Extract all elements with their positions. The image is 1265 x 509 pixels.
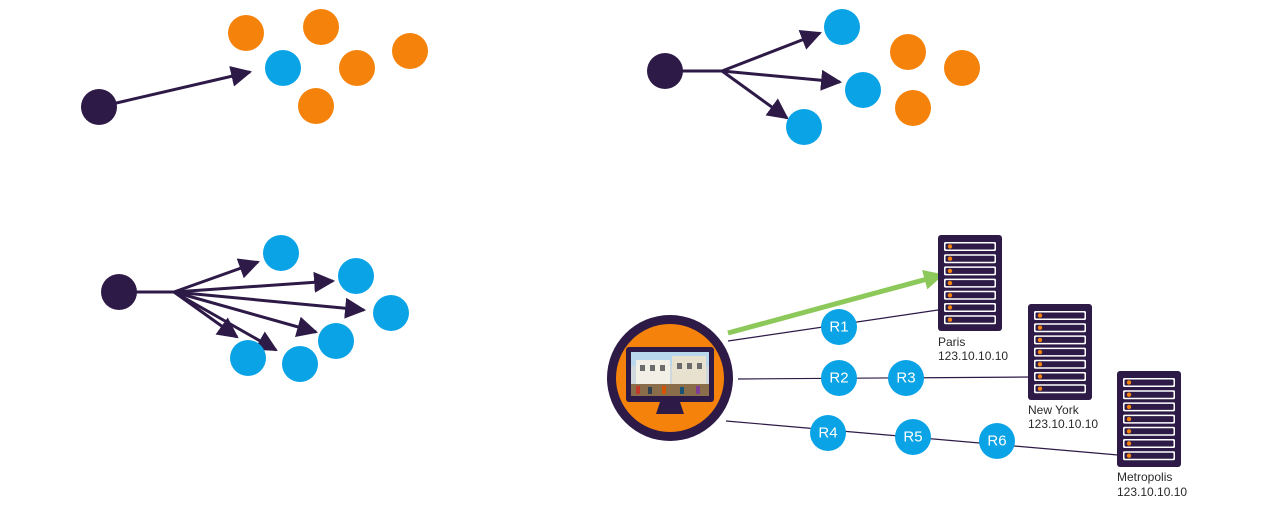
router-label: R4	[818, 425, 837, 442]
source-node	[81, 89, 117, 125]
broadcast-arrow	[173, 290, 239, 339]
node	[298, 88, 334, 124]
server-name: Metropolis	[1117, 470, 1172, 484]
router-r5: R5	[895, 419, 931, 455]
broadcast-arrow	[173, 290, 319, 337]
server-rack-icon	[1117, 371, 1181, 467]
router-label: R5	[903, 429, 922, 446]
server-new-york: New York 123.10.10.10	[1028, 304, 1098, 431]
router-label: R2	[829, 370, 848, 387]
server-ip: 123.10.10.10	[1117, 485, 1187, 499]
receiver-node	[282, 346, 318, 382]
client-computer	[607, 315, 733, 441]
source-node	[101, 274, 137, 310]
router-r6: R6	[979, 423, 1015, 459]
receiver-node	[230, 340, 266, 376]
node	[339, 50, 375, 86]
multicast-panel	[647, 9, 980, 145]
router-label: R1	[829, 319, 848, 336]
router-r2: R2	[821, 360, 857, 396]
server-rack-icon	[1028, 304, 1092, 400]
server-ip: 123.10.10.10	[1028, 417, 1098, 431]
anycast-route-arrow	[727, 270, 944, 336]
target-node	[265, 50, 301, 86]
broadcast-panel	[101, 235, 409, 382]
node	[228, 15, 264, 51]
router-r3: R3	[888, 360, 924, 396]
broadcast-arrow	[173, 290, 367, 319]
router-label: R3	[896, 370, 915, 387]
multicast-arrow	[721, 30, 822, 73]
receiver-node	[338, 258, 374, 294]
node	[303, 9, 339, 45]
node	[944, 50, 980, 86]
node	[895, 90, 931, 126]
receiver-node	[263, 235, 299, 271]
broadcast-arrow	[173, 258, 260, 294]
unicast-panel	[81, 9, 428, 125]
receiver-node	[824, 9, 860, 45]
router-label: R6	[987, 433, 1006, 450]
source-node	[647, 53, 683, 89]
receiver-node	[373, 295, 409, 331]
unicast-arrow	[98, 66, 253, 109]
server-name: New York	[1028, 403, 1080, 417]
anycast-panel: R1 R2 R3 R4 R5 R6 Paris 123.10.10.10	[607, 235, 1187, 499]
route-line	[737, 376, 1031, 380]
receiver-node	[786, 109, 822, 145]
node	[392, 33, 428, 69]
server-paris: Paris 123.10.10.10	[938, 235, 1008, 363]
receiver-node	[318, 323, 354, 359]
server-name: Paris	[938, 335, 965, 349]
router-r4: R4	[810, 415, 846, 451]
node	[890, 34, 926, 70]
server-ip: 123.10.10.10	[938, 349, 1008, 363]
computer-monitor-icon	[626, 347, 714, 414]
broadcast-arrow	[173, 271, 336, 294]
router-r1: R1	[821, 309, 857, 345]
receiver-node	[845, 72, 881, 108]
server-rack-icon	[938, 235, 1002, 331]
server-metropolis: Metropolis 123.10.10.10	[1117, 371, 1187, 499]
multicast-arrow	[721, 69, 843, 91]
multicast-arrow	[721, 69, 789, 120]
